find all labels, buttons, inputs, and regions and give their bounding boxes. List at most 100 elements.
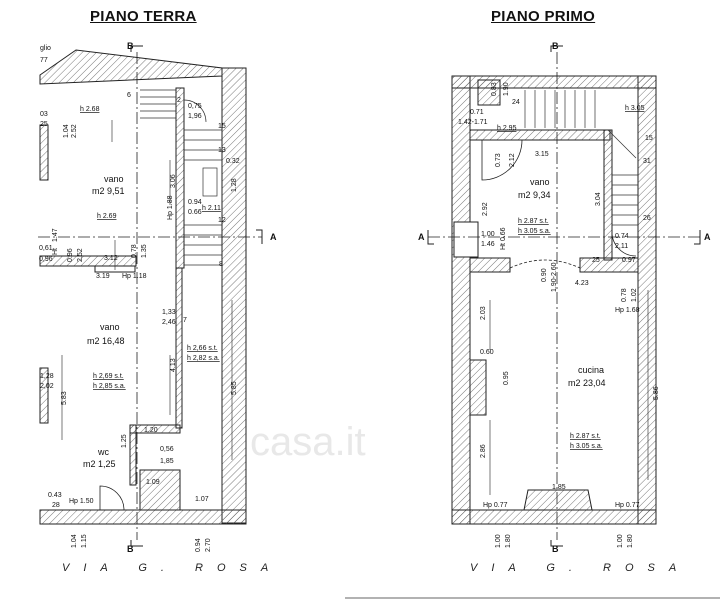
dim-28: 28 (52, 502, 60, 509)
room1-name: vano (104, 174, 124, 184)
ground-stairs (140, 89, 222, 266)
room2-area: m2 16,48 (87, 336, 125, 346)
dim-2-03: 2.03 (480, 306, 487, 320)
partial-edge-1: 03 (40, 111, 48, 118)
wc-fixture-box (139, 469, 181, 511)
left-edge-1-47: 1.47 (52, 228, 59, 242)
left-edge-ht: Ht (52, 248, 59, 255)
dim-5-86: 5.86 (653, 386, 660, 400)
marker-a-left: A (270, 232, 277, 242)
cucina-height-sa: h 3.05 s.a. (570, 443, 603, 450)
ground-floor-title: PIANO TERRA (90, 8, 197, 25)
marker-b-bottom-right: B (552, 544, 559, 554)
dim-1-90-2-60: 1.90-2.60 (551, 262, 558, 292)
watermark: casa.it (250, 420, 366, 464)
dim-2-92: 2.92 (482, 202, 489, 216)
cucina-area: m2 23,04 (568, 378, 606, 388)
dim-0-43: 0.43 (48, 492, 62, 499)
dim-4-13: 4.13 (170, 358, 177, 372)
dim-1-35: 1.35 (141, 244, 148, 258)
partition-wall-2 (175, 267, 183, 429)
step-31: 31 (643, 158, 651, 165)
dim-1-25: 1.25 (121, 434, 128, 448)
dim-1-02: 1.02 (631, 288, 638, 302)
hp-0-77-left: Hp 0.77 (483, 502, 508, 509)
dim-2-11: 2,11 (615, 243, 628, 250)
dim-0-97: 0.97 (622, 257, 636, 264)
dim-5-85: 5.85 (231, 381, 238, 395)
dim-0-66: 0.66 (188, 209, 202, 216)
dim-1-28b: 1,28 (40, 373, 54, 380)
wc-wall-side (129, 424, 137, 486)
room1-area: m2 9,51 (92, 186, 125, 196)
cucina-niche (469, 359, 487, 416)
room2-name: vano (100, 322, 120, 332)
room1r-area: m2 9,34 (518, 190, 551, 200)
first-floor-title: PIANO PRIMO (491, 8, 596, 25)
bottom-wall (39, 509, 247, 525)
room2-height-sa: h 2,85 s.a. (93, 383, 126, 390)
room1r-height-st: h 2.87 s.t. (518, 218, 549, 225)
step-24: 24 (512, 99, 520, 106)
dim-1-33: 1,33 (162, 309, 176, 316)
h-2-11: h 2.11 (202, 205, 221, 212)
dim-1-90: 1.90 (503, 82, 510, 96)
partial-top-1: glio (40, 45, 51, 52)
niche-left (453, 221, 479, 258)
room2-height-st: h 2,69 s.t. (93, 373, 124, 380)
dim-2-02: 2,02 (40, 383, 54, 390)
dim-4-23: 4.23 (575, 280, 589, 287)
chimney-top (477, 79, 501, 106)
left-outer-wall (451, 75, 471, 525)
dim-1-04: 1.04 (63, 124, 70, 138)
dim-2-46: 2,46 (162, 319, 176, 326)
dim-0-71: 0.71 (470, 109, 484, 116)
dim-0-74: 0.74 (615, 233, 629, 240)
hp-0-77-right: Hp 0.77 (615, 502, 640, 509)
stair-door-swing (611, 231, 637, 257)
first-floor-plan (427, 45, 701, 547)
wc-door-swing (99, 485, 125, 511)
bottom-0-94: 0.94 (195, 538, 202, 552)
fireplace (523, 489, 593, 511)
hp-1-18: Hp 1.18 (122, 273, 147, 280)
dim-3-12: 3.12 (104, 255, 118, 262)
middle-wall (39, 255, 137, 267)
first-floor-labels: 0.83 1.90 24 15 31 26 25 0.71 1.42-1.71 … (458, 82, 660, 548)
street-label-right: VIA G. ROSA (470, 562, 691, 574)
first-stairs (524, 90, 638, 226)
bottom-2-70: 2.70 (205, 538, 212, 552)
h-2-66-st: h 2,66 s.t. (187, 345, 218, 352)
dim-1-85: 1,85 (160, 458, 174, 465)
bottom-r-1-80a: 1.80 (505, 534, 512, 548)
step-15r: 15 (645, 135, 653, 142)
bottom-1-15: 1.15 (81, 534, 88, 548)
dim-1-00: 1,00 (481, 231, 495, 238)
dim-1-85r: 1.85 (552, 484, 566, 491)
dim-2-52a: 2.52 (71, 124, 78, 138)
partition-wall (175, 87, 185, 269)
room1r-name: vano (530, 177, 550, 187)
marker-b-bottom-left: B (127, 544, 134, 554)
dim-0-90: 0.90 (541, 268, 548, 282)
top-outer-wall (451, 75, 657, 89)
dim-0-32: 0.32 (226, 158, 240, 165)
ground-floor-labels: glio 77 03 25 6 2 15 13 12 8 7 0,75 1,96… (39, 45, 240, 552)
dim-3-19: 3.19 (96, 273, 110, 280)
dim-0-96: 0.96 (67, 248, 74, 262)
bottom-1-04: 1.04 (71, 534, 78, 548)
dim-0-95: 0.95 (503, 371, 510, 385)
dim-1-28: 1.28 (231, 178, 238, 192)
h-2-95: h 2.95 (497, 125, 517, 132)
hp-1-68: Hp 1.68 (615, 307, 640, 314)
dim-0-73: 0.73 (495, 153, 502, 167)
dim-0-78: 0.78 (131, 244, 138, 258)
arch-opening (509, 259, 581, 269)
dim-1-09: 1.09 (146, 479, 160, 486)
step-13: 13 (218, 147, 226, 154)
dim-1-42-1-71: 1.42-1.71 (458, 119, 488, 126)
left-edge-0-96: 0,96 (39, 256, 53, 263)
section-markers: B B A B B A A (127, 41, 711, 554)
ground-floor-plan (38, 45, 263, 547)
